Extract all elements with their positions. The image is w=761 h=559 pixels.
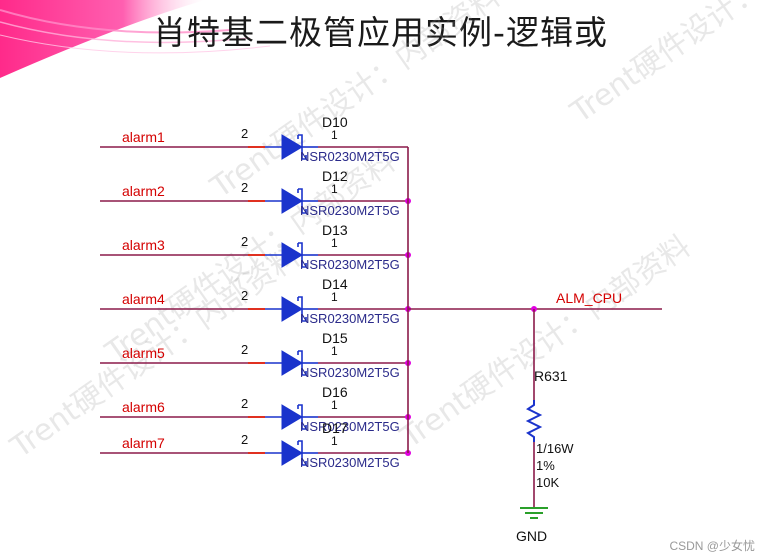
resistor-ref: R631 (534, 368, 568, 384)
pin-number: 2 (241, 432, 248, 447)
diode-cathode (298, 440, 307, 466)
pin-number: 1 (331, 344, 338, 358)
pin-number: 2 (241, 126, 248, 141)
diode-part: NSR0230M2T5G (300, 455, 400, 470)
diode-ref: D10 (322, 114, 348, 130)
diode-cathode (298, 134, 307, 160)
resistor-value: 10K (536, 475, 559, 490)
diode-cathode (298, 350, 307, 376)
diode-symbol (281, 134, 303, 160)
pin-number: 1 (331, 398, 338, 412)
pin-number: 2 (241, 180, 248, 195)
pin-number: 2 (241, 234, 248, 249)
diode-cathode (298, 296, 307, 322)
diode-part: NSR0230M2T5G (300, 365, 400, 380)
diode-ref: D16 (322, 384, 348, 400)
diode-ref: D14 (322, 276, 348, 292)
credit-text: CSDN @少女忧 (669, 539, 755, 553)
diode-cathode (298, 242, 307, 268)
diode-cathode (298, 188, 307, 214)
pin-number: 2 (241, 396, 248, 411)
diode-symbol (281, 350, 303, 376)
pin-number: 1 (331, 182, 338, 196)
alarm-label: alarm3 (122, 237, 165, 253)
slide-title: 肖特基二极管应用实例-逻辑或 (153, 13, 608, 52)
alarm-label: alarm4 (122, 291, 165, 307)
pin-number: 1 (331, 236, 338, 250)
alarm-label: alarm5 (122, 345, 165, 361)
alarm-label: alarm7 (122, 435, 165, 451)
pin-number: 2 (241, 288, 248, 303)
diode-symbol (281, 296, 303, 322)
pin-number: 2 (241, 342, 248, 357)
pin-number: 1 (331, 290, 338, 304)
diode-symbol (281, 404, 303, 430)
resistor-symbol (525, 400, 543, 442)
alarm-label: alarm2 (122, 183, 165, 199)
diode-symbol (281, 440, 303, 466)
diode-part: NSR0230M2T5G (300, 149, 400, 164)
diode-cathode (298, 404, 307, 430)
diode-ref: D12 (322, 168, 348, 184)
pin-number: 1 (331, 434, 338, 448)
diode-ref: D13 (322, 222, 348, 238)
diode-part: NSR0230M2T5G (300, 419, 400, 434)
alarm-label: alarm6 (122, 399, 165, 415)
diode-ref: D15 (322, 330, 348, 346)
diode-part: NSR0230M2T5G (300, 203, 400, 218)
resistor-power: 1/16W (536, 441, 574, 456)
diode-part: NSR0230M2T5G (300, 257, 400, 272)
diode-symbol (281, 188, 303, 214)
diode-part: NSR0230M2T5G (300, 311, 400, 326)
ground-label: GND (516, 528, 547, 544)
diode-symbol (281, 242, 303, 268)
resistor-tolerance: 1% (536, 458, 555, 473)
diode-ref: D17 (322, 420, 348, 436)
alarm-label: alarm1 (122, 129, 165, 145)
output-net-label: ALM_CPU (556, 290, 622, 306)
pin-number: 1 (331, 128, 338, 142)
